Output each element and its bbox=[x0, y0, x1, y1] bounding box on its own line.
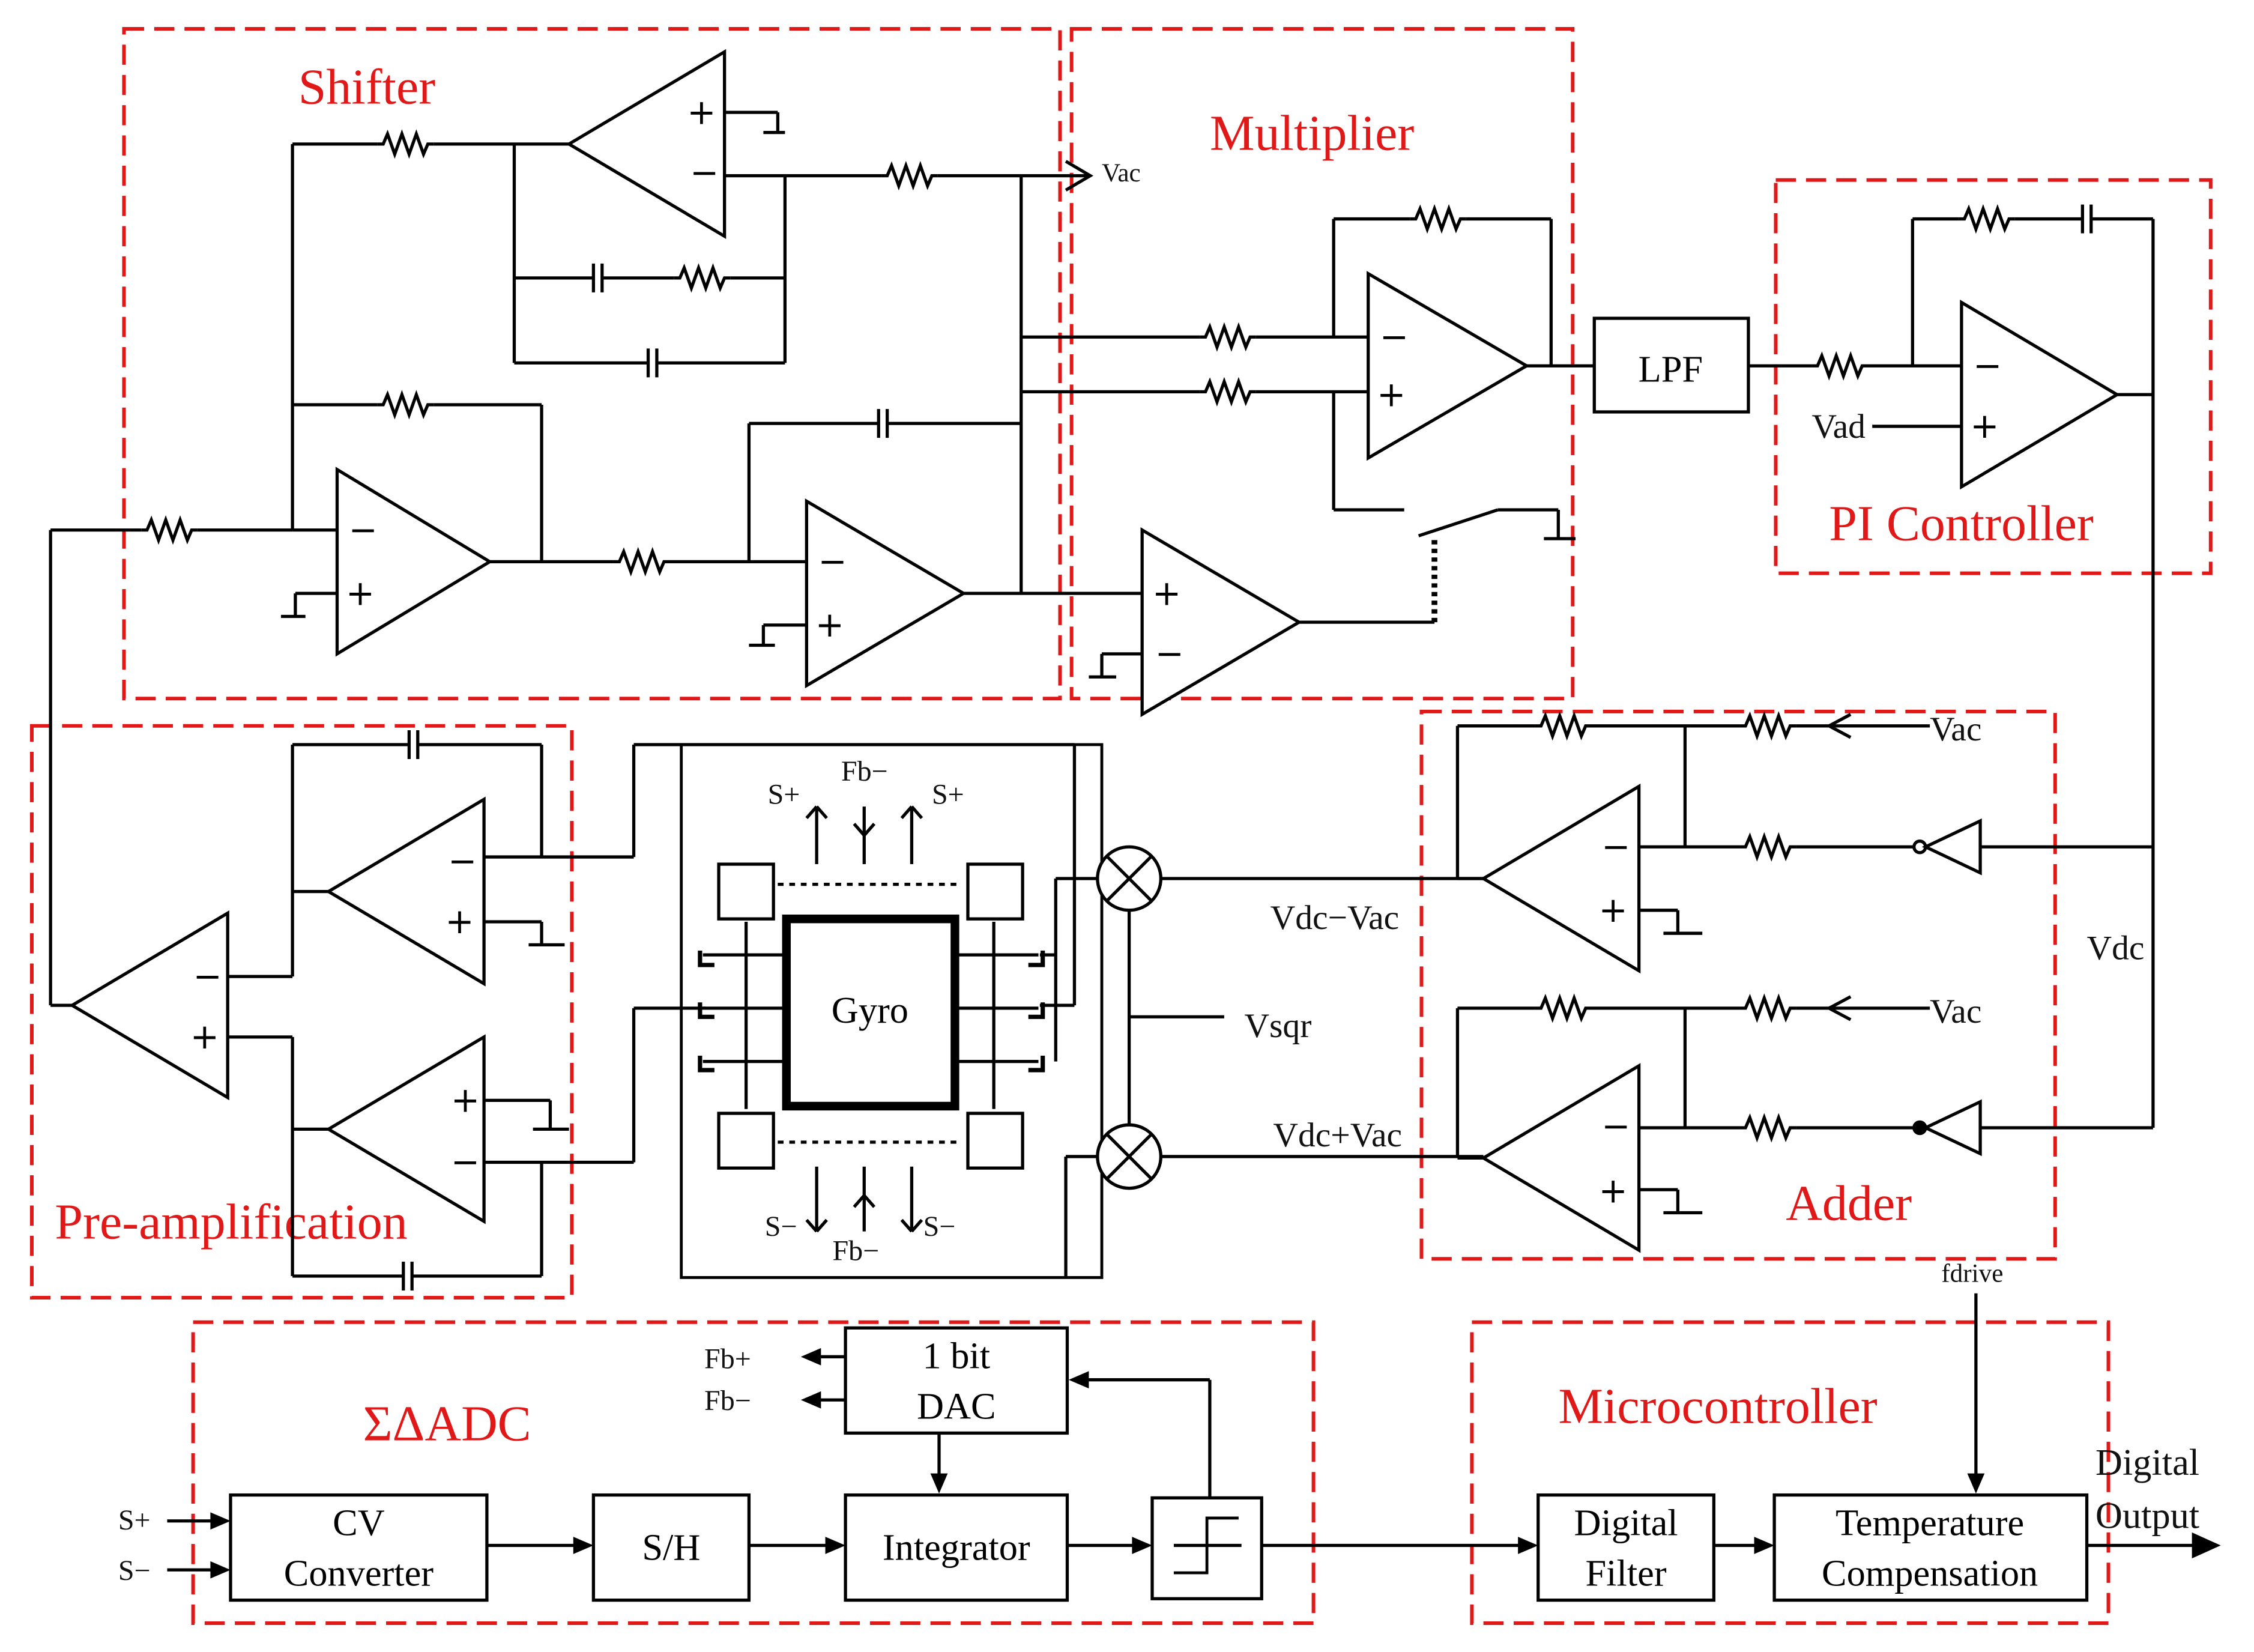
svg-text:+: + bbox=[687, 92, 716, 132]
multiplier-comparator bbox=[1140, 527, 1302, 718]
adder-label: Adder bbox=[1786, 1175, 1912, 1231]
pre-amplification-section-border bbox=[29, 724, 574, 1300]
preamp-opamp-bottom bbox=[325, 1034, 486, 1224]
svg-text:+: + bbox=[1377, 374, 1406, 414]
preamp-opamp-main bbox=[68, 910, 229, 1101]
svg-text:−: − bbox=[1601, 1106, 1630, 1146]
vdc-plus-vac-label: Vdc+Vac bbox=[1273, 1116, 1402, 1154]
adder-inverter-bottom bbox=[1921, 1099, 1982, 1157]
gyro-core bbox=[782, 915, 959, 1111]
svg-text:+: + bbox=[1598, 890, 1627, 930]
multiplier-opamp bbox=[1367, 271, 1530, 461]
svg-text:−: − bbox=[349, 510, 378, 550]
svg-text:−: − bbox=[1380, 316, 1409, 357]
fb-plus-dac-label: Fb+ bbox=[704, 1343, 751, 1375]
vdc-minus-vac-label: Vdc−Vac bbox=[1271, 899, 1400, 937]
vad-label: Vad bbox=[1811, 408, 1866, 446]
microcontroller-section-border bbox=[1470, 1320, 2110, 1626]
svg-text:+: + bbox=[815, 605, 844, 645]
opamp-signs: + − − + − + − + + − − + − + − + + − − + − + bbox=[190, 92, 2002, 1211]
svg-text:−: − bbox=[1155, 634, 1184, 674]
adder-opamp-bottom bbox=[1480, 1063, 1641, 1253]
temp-comp-label-1: Temperature bbox=[1836, 1502, 2024, 1544]
svg-text:+: + bbox=[1152, 573, 1181, 613]
integrator-label: Integrator bbox=[883, 1527, 1030, 1569]
cv-converter-block bbox=[229, 1493, 489, 1602]
digital-output-label-1: Digital bbox=[2095, 1442, 2199, 1483]
s-plus-input-label: S+ bbox=[118, 1504, 151, 1536]
sh-label: S/H bbox=[642, 1527, 700, 1569]
s-minus-bottom-left-label: S− bbox=[765, 1211, 797, 1242]
svg-text:−: − bbox=[1601, 826, 1630, 867]
multiplier-label: Multiplier bbox=[1210, 105, 1414, 161]
microcontroller-label: Microcontroller bbox=[1558, 1379, 1877, 1435]
pi-opamp bbox=[1960, 300, 2121, 490]
pi-controller-label: PI Controller bbox=[1829, 495, 2094, 551]
vdc-label: Vdc bbox=[2087, 929, 2145, 967]
svg-text:−: − bbox=[818, 542, 847, 582]
digital-filter-block bbox=[1536, 1493, 1715, 1602]
lpf-label: LPF bbox=[1639, 349, 1703, 390]
dac-block bbox=[844, 1326, 1069, 1435]
preamp-opamp-top bbox=[325, 796, 486, 987]
svg-text:−: − bbox=[451, 1142, 480, 1182]
gyro-enclosure bbox=[680, 743, 1104, 1279]
gyro-label: Gyro bbox=[832, 990, 908, 1031]
dac-label-2: DAC bbox=[917, 1385, 996, 1427]
fdrive-label: fdrive bbox=[1941, 1260, 2003, 1288]
sample-hold-block bbox=[591, 1493, 751, 1602]
s-plus-top-right-label: S+ bbox=[932, 778, 964, 810]
svg-text:+: + bbox=[451, 1080, 480, 1121]
s-minus-input-label: S− bbox=[118, 1555, 151, 1587]
vac-top-label: Vac bbox=[1102, 159, 1141, 187]
shifter-section-border bbox=[122, 26, 1062, 701]
s-plus-top-left-label: S+ bbox=[768, 778, 800, 810]
svg-text:−: − bbox=[690, 153, 719, 193]
integrator-block bbox=[844, 1493, 1069, 1602]
cv-label-2: Converter bbox=[284, 1553, 434, 1594]
adder-inverter-top bbox=[1921, 818, 1982, 876]
lpf-block bbox=[1592, 316, 1750, 414]
adc-label: ΣΔADC bbox=[363, 1396, 531, 1451]
multiplier-section-border bbox=[1069, 26, 1575, 701]
svg-text:+: + bbox=[346, 573, 375, 613]
fb-minus-top-label: Fb− bbox=[841, 755, 888, 787]
s-minus-bottom-right-label: S− bbox=[923, 1211, 956, 1242]
svg-text:+: + bbox=[190, 1017, 219, 1057]
digital-output-label-2: Output bbox=[2095, 1495, 2199, 1537]
svg-text:+: + bbox=[445, 901, 474, 942]
shifter-opamp-top bbox=[566, 49, 727, 239]
shifter-opamp-right bbox=[805, 498, 967, 689]
digital-filter-label-2: Filter bbox=[1586, 1553, 1667, 1594]
quantizer-block bbox=[1150, 1496, 1263, 1600]
temp-comp-label-2: Compensation bbox=[1822, 1553, 2038, 1594]
vac-adder-bottom-label: Vac bbox=[1930, 993, 1981, 1030]
wiring bbox=[49, 49, 2221, 1579]
cv-label-1: CV bbox=[333, 1502, 385, 1544]
svg-text:−: − bbox=[448, 841, 477, 881]
vsqr-label: Vsqr bbox=[1244, 1007, 1311, 1045]
adc-section-border bbox=[191, 1320, 1316, 1626]
shifter-opamp-left bbox=[335, 467, 493, 657]
dac-label-1: 1 bit bbox=[922, 1336, 990, 1377]
pre-amplification-label: Pre-amplification bbox=[55, 1194, 407, 1250]
pi-controller-section-border bbox=[1774, 178, 2213, 575]
temperature-compensation-block bbox=[1772, 1493, 2089, 1602]
fb-minus-dac-label: Fb− bbox=[704, 1385, 751, 1417]
fb-minus-bottom-label: Fb− bbox=[833, 1235, 880, 1267]
svg-text:+: + bbox=[1970, 406, 1999, 446]
vac-adder-top-label: Vac bbox=[1930, 710, 1981, 748]
shifter-label: Shifter bbox=[298, 59, 435, 115]
adder-opamp-top bbox=[1480, 783, 1641, 974]
adder-section-border bbox=[1419, 709, 2057, 1261]
svg-text:−: − bbox=[193, 956, 222, 996]
svg-text:+: + bbox=[1598, 1171, 1627, 1211]
digital-filter-label-1: Digital bbox=[1574, 1502, 1678, 1544]
svg-text:−: − bbox=[1973, 345, 2002, 386]
